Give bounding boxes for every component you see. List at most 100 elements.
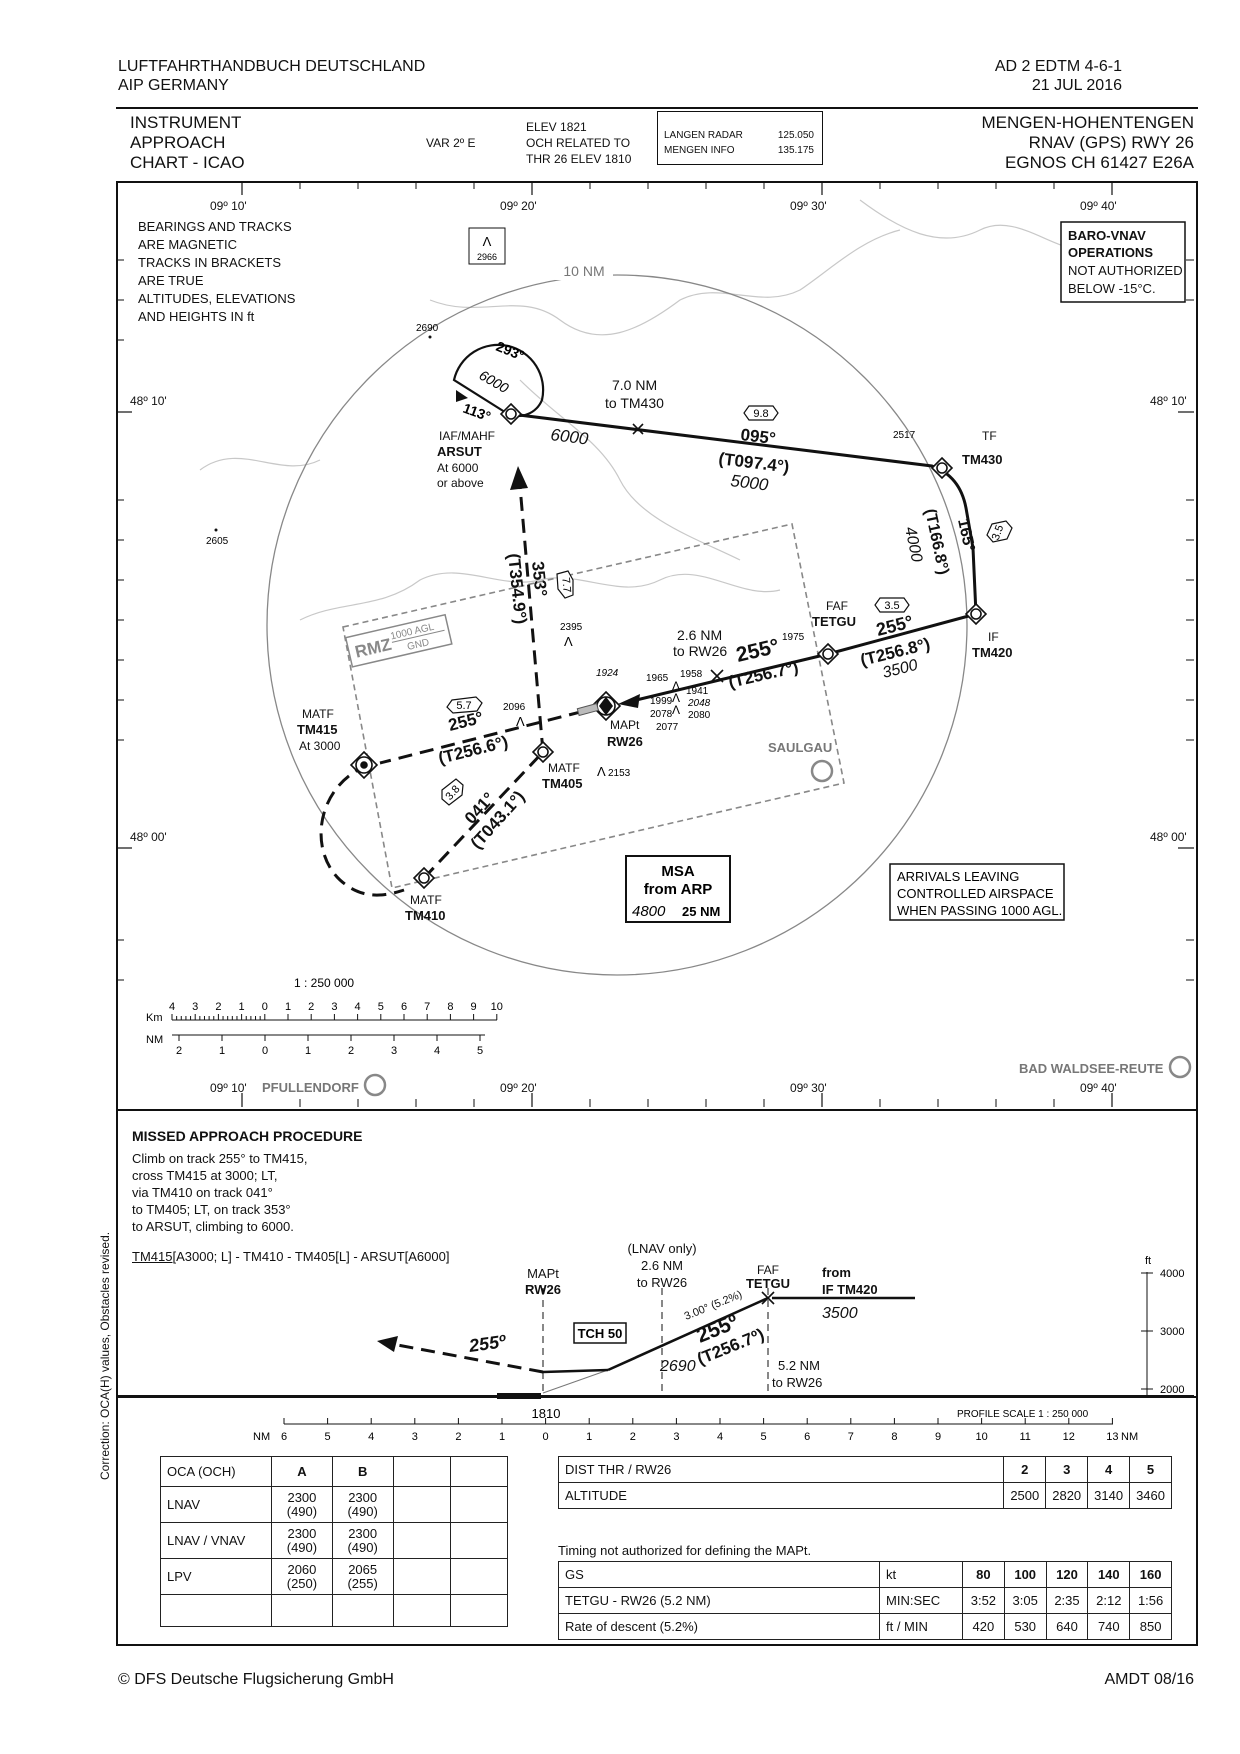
profile-52-to: to RW26 [772,1375,822,1390]
runway-symbol [576,702,600,717]
ft-4000: 4000 [1160,1268,1184,1280]
tm410-name: TM410 [405,908,445,923]
spot-dot [428,335,432,339]
distance-box-rw26-tm415: 5.7 [456,700,471,712]
missed-track-tm410-tm405 [422,750,545,880]
nm-axis-tick-label: 2 [455,1431,461,1443]
dist-4: 4 [1087,1456,1131,1483]
timing-row-rod: Rate of descent (5.2%) [558,1613,880,1640]
waypoint-tm415[interactable] [349,750,379,780]
oca-empty-cell [392,1594,451,1627]
page-date: 21 JUL 2016 [1031,77,1122,94]
obstacle-2096: 2096 [503,702,526,713]
nm-axis-tick-label: 11 [1019,1431,1030,1443]
tm415-name: TM415 [297,722,337,737]
nm-axis-tick-label: 6 [281,1431,287,1443]
copyright: © DFS Deutsche Flugsicherung GmbH [118,1671,394,1688]
waypoint-tm405[interactable] [531,740,555,764]
pfullendorf-airfield[interactable] [363,1073,387,1097]
waypoint-rw26[interactable] [590,690,622,722]
obstacle-icon: Λ [672,703,680,717]
waypoint-tm430[interactable] [930,456,954,480]
km-tick-label: 8 [447,1001,453,1013]
rod-cell: 850 [1129,1613,1172,1640]
obstacle-2048: 2048 [687,698,711,709]
airport-procedure: MENGEN-HOHENTENGEN RNAV (GPS) RWY 26 EGN… [981,113,1194,173]
obstacle-icon: Λ [516,714,525,729]
altitude-row-label: ALTITUDE [557,1482,1005,1509]
rod-cell: 420 [962,1613,1005,1640]
obstacle-icon: Λ [672,691,680,705]
och-value: (250) [286,1575,318,1591]
bad-waldsee-airfield[interactable] [1168,1055,1192,1079]
comm-name-mengen: MENGEN INFO [664,145,735,156]
range-ring-10nm [266,274,968,976]
comm-freq-langen: 125.050 [777,130,814,141]
aip-title: LUFTFAHRTHANDBUCH DEUTSCHLAND AIP GERMAN… [118,57,425,95]
oca-value: 2300 [348,1525,378,1541]
tm420-name: TM420 [972,645,1012,660]
waypoint-tm410[interactable] [412,866,436,890]
och-value: (490) [347,1539,378,1555]
oca-lnavvnav-a: 2300(490) [271,1522,333,1559]
alt-3: 2820 [1045,1482,1089,1509]
timing-head-80: 80 [962,1561,1005,1588]
profile-if-altitude: 3500 [822,1305,858,1322]
timing-head-160: 160 [1129,1561,1172,1588]
oca-row-lpv: LPV [159,1558,273,1595]
title-box [116,107,1198,180]
elev-line3: THR 26 ELEV 1810 [526,152,632,166]
timing-table: GS kt 80 100 120 140 160 TETGU - RW26 (5… [558,1561,1172,1640]
arrivals-note-box [889,863,1065,921]
timing-cell: 1:56 [1129,1587,1172,1614]
final-to: to RW26 [673,643,727,659]
lon-ticks [116,181,1194,1107]
waypoint-tm420[interactable] [964,602,988,626]
minima-section [116,1396,1198,1646]
nm-tick-label: 4 [434,1045,440,1057]
obstacle-2153: 2153 [608,768,631,779]
nm-axis-label-left: NM [253,1431,270,1443]
arsut-altitude-2: or above [437,476,484,490]
oca-empty-cell [449,1522,509,1559]
waypoint-arsut[interactable] [499,402,523,426]
msa-altitude: 4800 [632,903,666,920]
msa-box [625,855,731,923]
nm-axis-tick-label: 9 [935,1431,941,1443]
obstacle-1941: 1941 [686,686,709,697]
nm-tick-label: 1 [305,1045,311,1057]
waypoint-tetgu[interactable] [816,642,840,666]
leg2-magnetic-track: 165° [954,517,978,553]
km-tick-label: 9 [471,1001,477,1013]
missed-coded: TM415[A3000; L] - TM410 - TM405[L] - ARS… [132,1249,449,1264]
timing-head-120: 120 [1045,1561,1089,1588]
profile-labels: MAPt RW26 (LNAV only) 2.6 NM to RW26 FAF… [467,1241,878,1390]
comm-name-langen: LANGEN RADAR [664,130,743,141]
nm-label: NM [146,1034,163,1046]
baro-line3: NOT AUTHORIZED [1068,263,1183,278]
profile-lnav-only: (LNAV only) [627,1241,696,1256]
distance-altitude-table: DIST THR / RW26 2 3 4 5 ALTITUDE 2500 28… [557,1456,1172,1509]
obstacle-1975: 1975 [782,632,805,643]
timing-cell: 3:05 [1003,1587,1047,1614]
profile-faf-name: TETGU [746,1276,790,1291]
obstacle-box-2966 [468,227,506,265]
km-tick-label: 4 [169,1001,175,1013]
tm405-role: MATF [548,761,580,775]
tch-label: TCH 50 [578,1326,623,1341]
km-tick-label: 10 [491,1001,503,1013]
missed-turn-tm415-tm410 [319,763,405,897]
approach-area-box [342,523,845,889]
arsut-altitude-1: At 6000 [437,461,479,475]
och-value: (490) [286,1539,318,1555]
arsut-role: IAF/MAHF [439,429,495,443]
dist-3: 3 [1045,1456,1089,1483]
oca-head-empty-2 [449,1456,509,1487]
missed-line5: to ARSUT, climbing to 6000. [132,1219,294,1234]
timing-cell: 2:35 [1045,1587,1089,1614]
saulgau-airfield[interactable] [810,759,834,783]
lat-label-left-1: 48º 10' [130,394,167,408]
